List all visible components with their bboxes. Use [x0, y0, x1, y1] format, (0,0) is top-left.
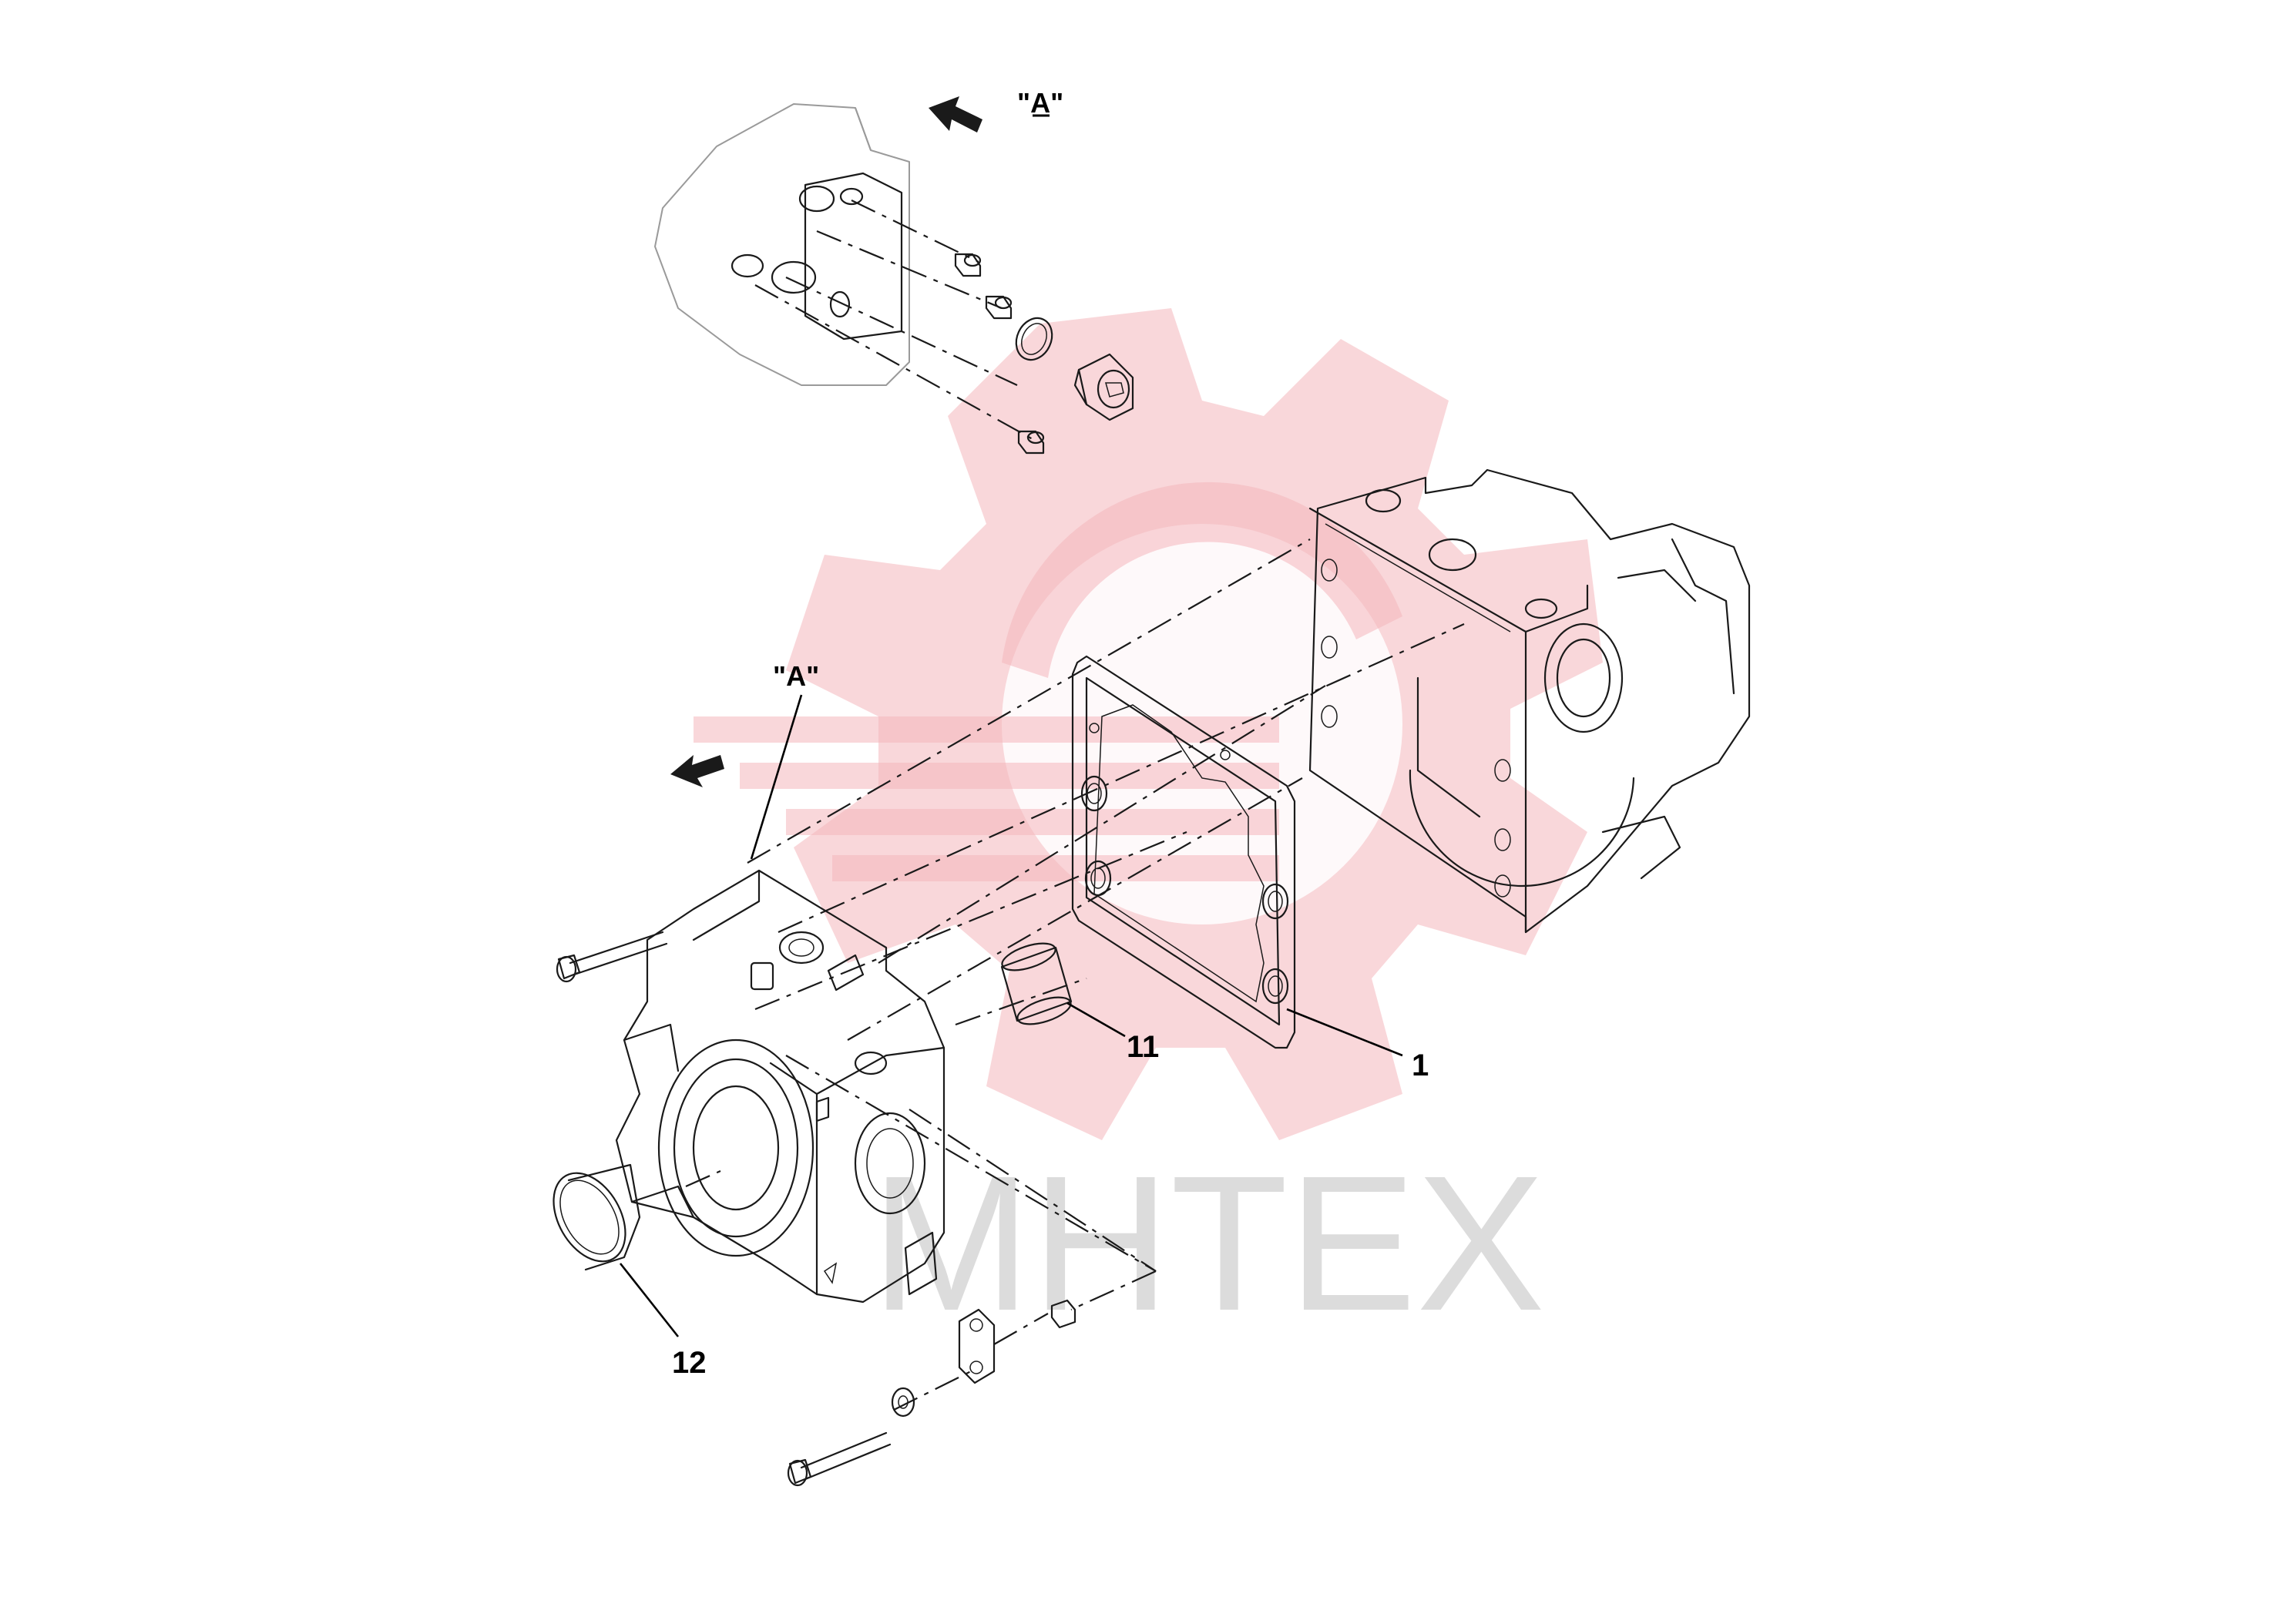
cap-screw-left: [556, 931, 668, 983]
seal-ring: [553, 1163, 641, 1271]
cap-screw-bottom: [787, 1431, 892, 1487]
view-a-detail: [654, 103, 1134, 455]
set-screw: [954, 253, 982, 277]
hex-plug: [1073, 353, 1134, 421]
callout-1: 1: [1412, 1049, 1429, 1082]
end-cover: [615, 869, 945, 1304]
pump-housing: [1308, 468, 1751, 934]
lock-plate: [958, 1308, 996, 1384]
set-screw: [985, 295, 1013, 320]
assembly-lines: [685, 539, 1465, 1411]
nut: [1050, 1299, 1076, 1329]
view-label-top: "A": [1017, 87, 1063, 119]
watermark-gear-logo: МНТЕХ: [694, 308, 1603, 1351]
bushing: [1000, 942, 1073, 1025]
view-direction-arrow-top: [929, 96, 982, 133]
view-direction-arrow-left: [670, 755, 724, 787]
view-label-left: "A": [773, 660, 819, 692]
callout-12: 12: [672, 1346, 707, 1380]
set-screw: [1017, 430, 1045, 455]
watermark-text: МНТЕХ: [871, 1136, 1545, 1351]
callout-11: 11: [1127, 1030, 1159, 1064]
o-ring: [1015, 317, 1053, 361]
